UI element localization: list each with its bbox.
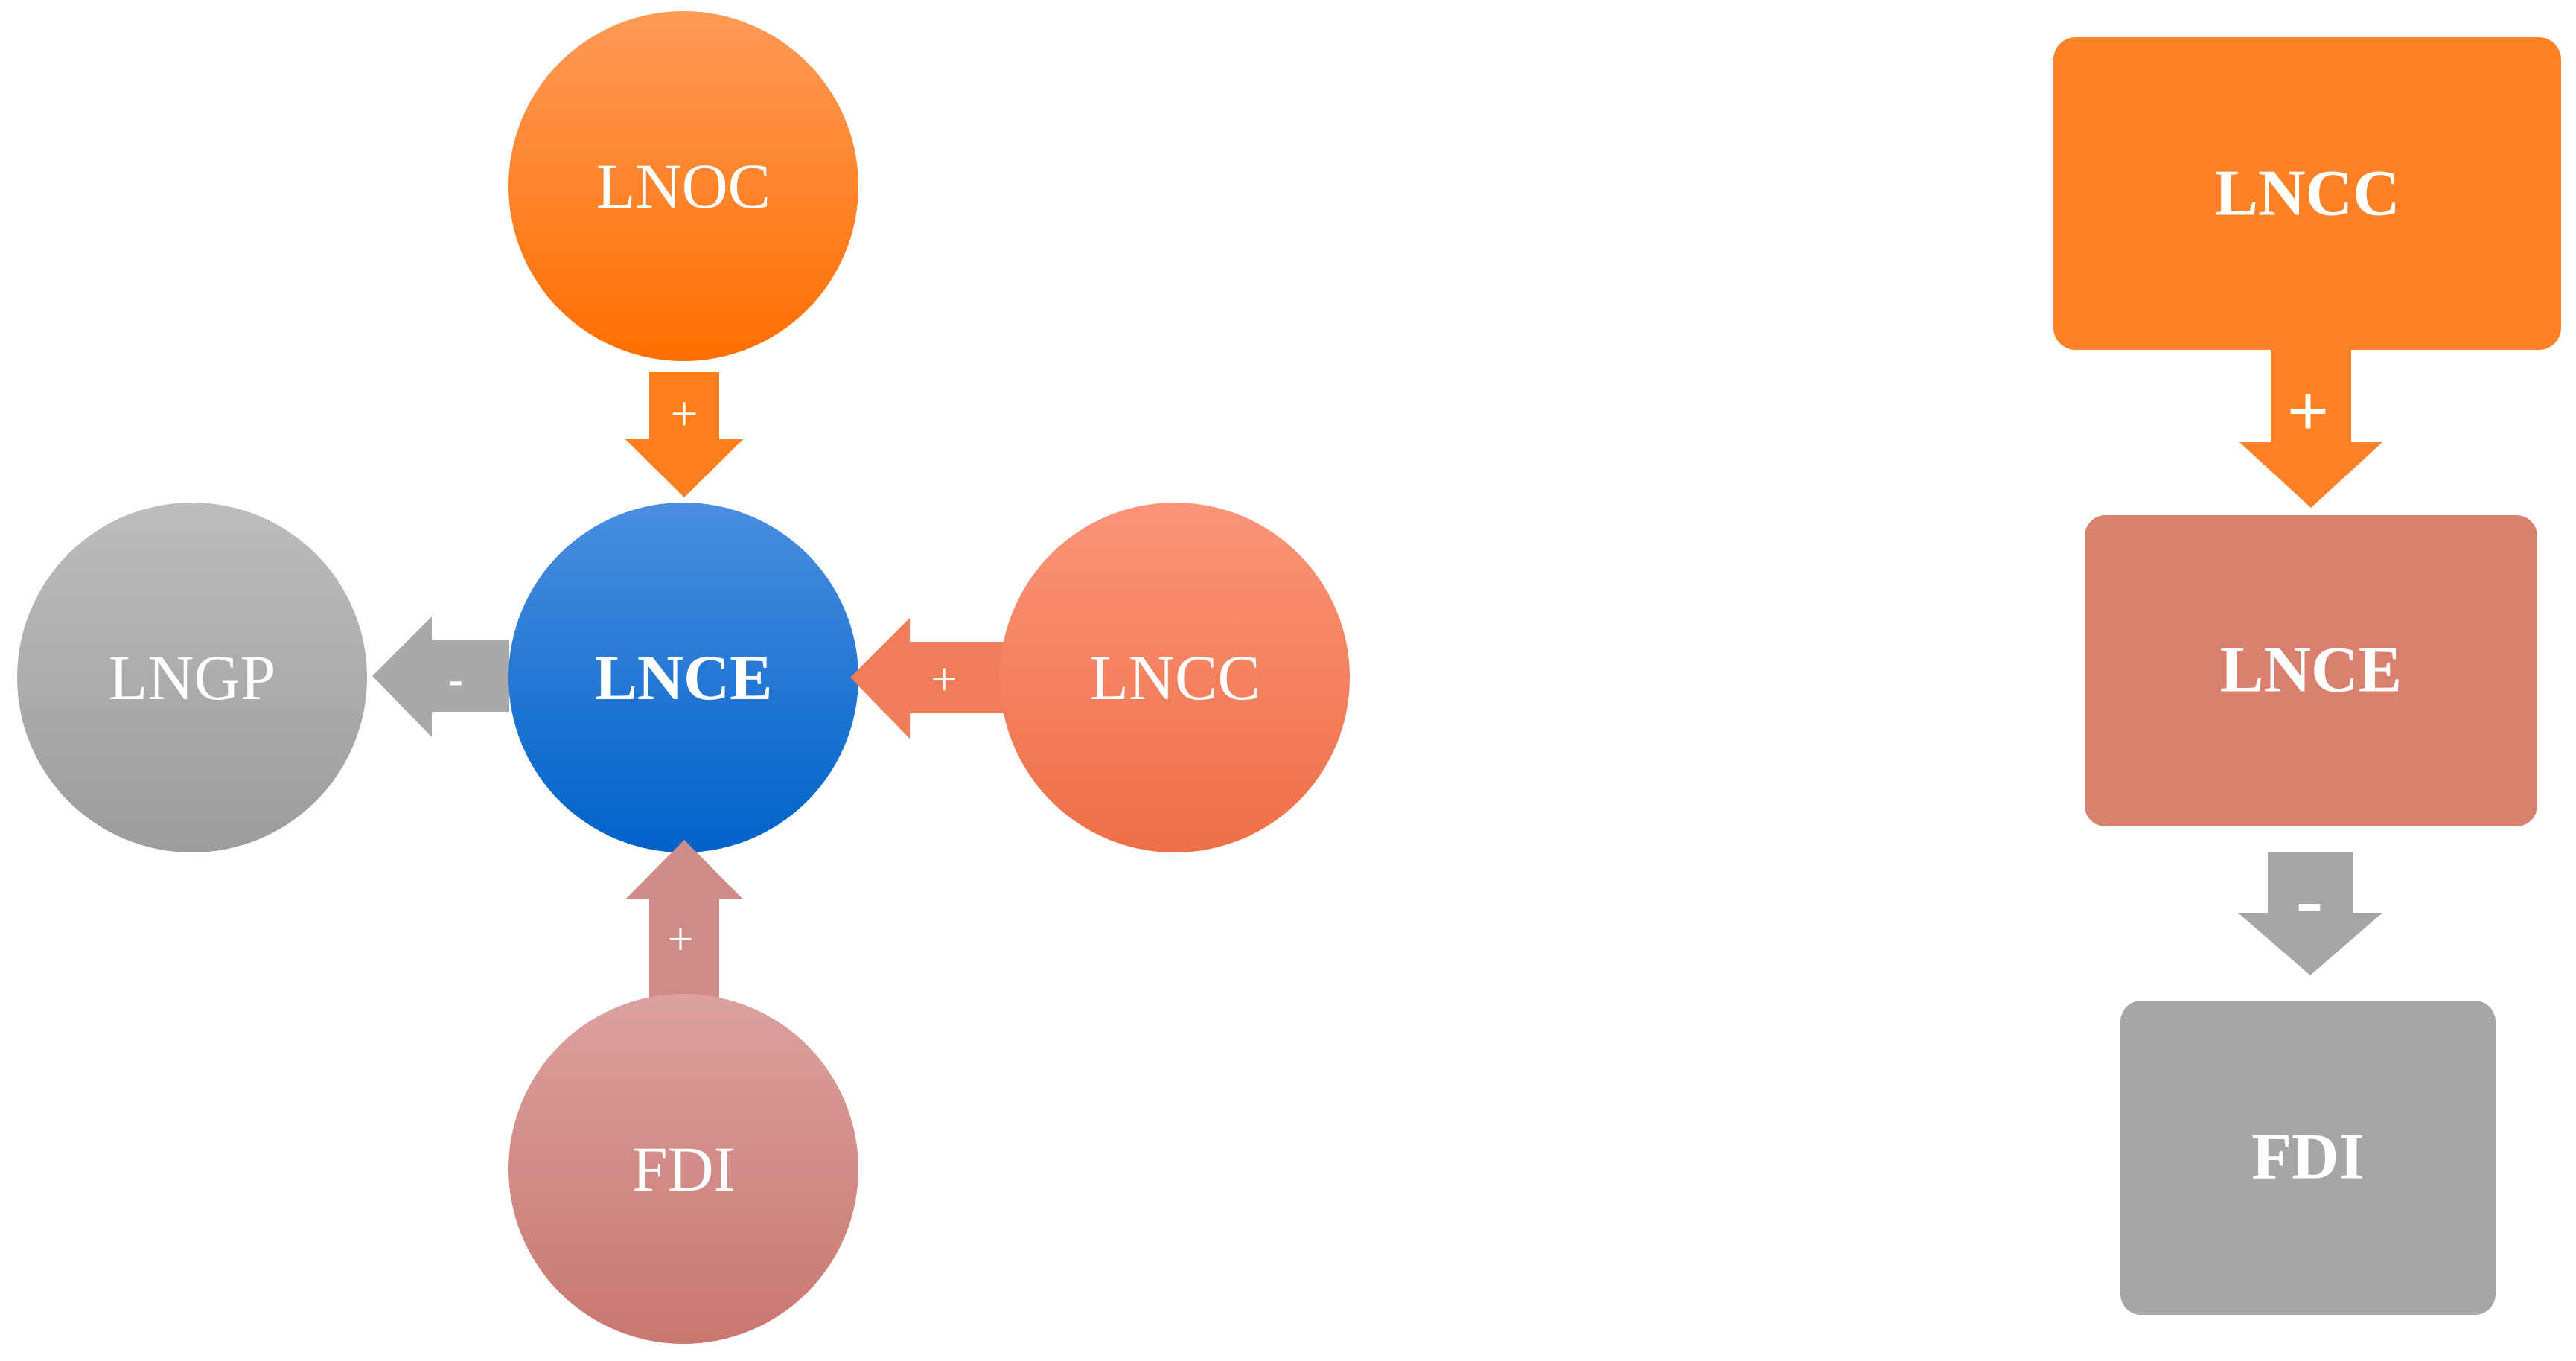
right-diagram: + - LNCC LNCE FDI xyxy=(2053,37,2561,1315)
node-label: LNCC xyxy=(1089,642,1260,713)
box-shape xyxy=(2120,1001,2496,1315)
node-lnoc: LNOC xyxy=(508,11,858,361)
box-label: FDI xyxy=(2251,1121,2365,1193)
node-circle xyxy=(508,11,858,361)
node-circle xyxy=(1000,503,1350,852)
node-lnce: LNCE xyxy=(508,503,858,852)
arrow-tip-right xyxy=(850,618,910,739)
box-shape xyxy=(2053,37,2561,350)
node-lngp: LNGP xyxy=(17,503,367,852)
box-lncc: LNCC xyxy=(2053,37,2561,350)
box-fdi: FDI xyxy=(2120,1001,2496,1315)
arrow-sign: - xyxy=(448,654,463,704)
arrow-box-lncc-to-lnce: + xyxy=(2239,350,2382,508)
node-label: FDI xyxy=(632,1133,736,1205)
node-circle xyxy=(508,994,858,1344)
box-lnce: LNCE xyxy=(2085,515,2537,826)
arrow-tip-bottom xyxy=(625,840,743,899)
arrow-sign: + xyxy=(931,653,957,706)
node-circle xyxy=(508,503,858,852)
arrow-sign: - xyxy=(2296,854,2324,945)
node-circle xyxy=(17,503,367,852)
arrow-sign: + xyxy=(668,914,694,965)
box-label: LNCC xyxy=(2214,158,2400,230)
arrow-down-shape xyxy=(2238,852,2382,975)
node-lncc: LNCC xyxy=(1000,503,1350,852)
box-shape xyxy=(2085,515,2537,826)
arrow-sign: + xyxy=(2287,370,2330,453)
box-label: LNCE xyxy=(2220,634,2403,707)
arrow-box-lnce-to-fdi: - xyxy=(2238,852,2382,975)
arrow-down-shape xyxy=(2239,350,2382,508)
node-fdi: FDI xyxy=(508,994,858,1344)
arrow-lnce-to-lngp: - xyxy=(372,616,509,737)
node-label: LNOC xyxy=(596,150,771,222)
arrow-sign: + xyxy=(670,387,698,442)
arrow-tip-top xyxy=(625,439,743,497)
node-label: LNCE xyxy=(595,642,773,713)
node-label: LNGP xyxy=(109,642,276,713)
left-diagram: + - + + LNOC LNGP LNCE xyxy=(17,11,1350,1344)
arrow-left-shape xyxy=(372,616,509,737)
